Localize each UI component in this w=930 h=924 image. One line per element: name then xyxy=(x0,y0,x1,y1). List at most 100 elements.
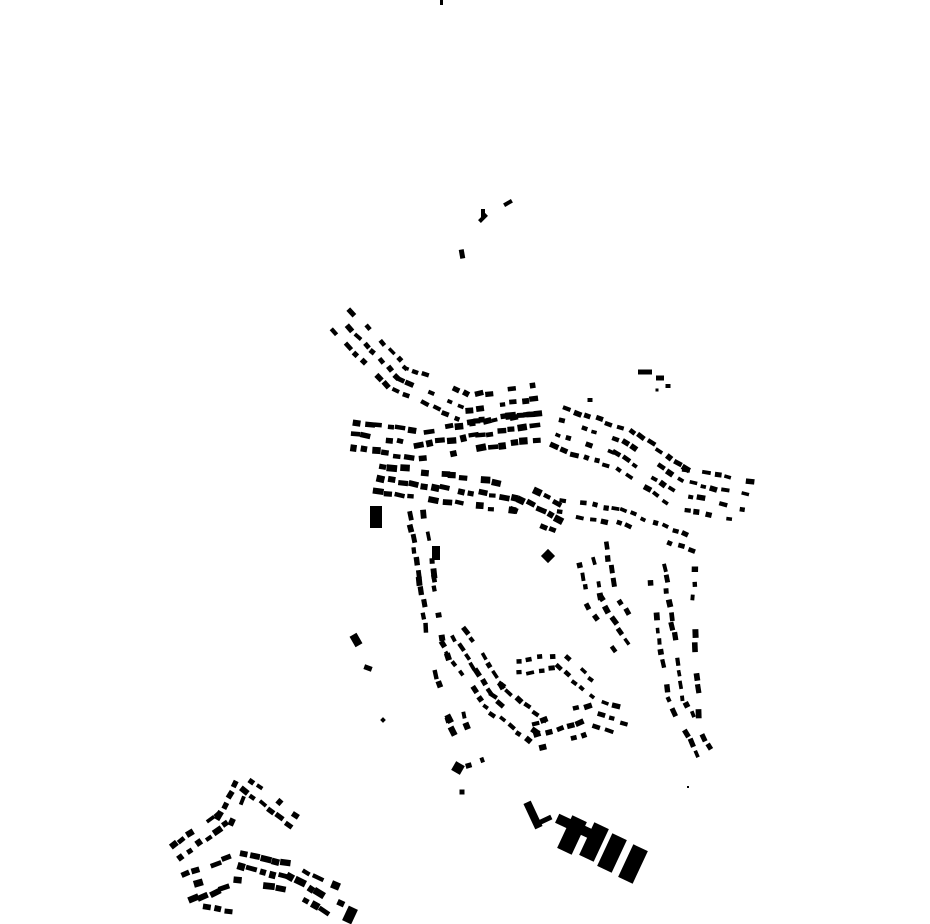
building xyxy=(434,437,445,444)
building xyxy=(192,878,204,888)
building xyxy=(353,332,363,341)
building xyxy=(677,542,686,549)
building xyxy=(468,661,476,671)
building xyxy=(418,455,427,462)
building xyxy=(249,852,261,861)
building xyxy=(364,421,376,428)
building xyxy=(500,413,507,420)
building xyxy=(684,507,692,513)
building xyxy=(378,463,387,470)
building xyxy=(431,574,438,583)
building xyxy=(705,742,714,751)
building xyxy=(451,385,461,394)
building xyxy=(619,506,628,514)
building xyxy=(671,631,679,641)
building xyxy=(597,594,606,603)
building xyxy=(581,425,589,432)
building xyxy=(531,720,540,727)
building xyxy=(387,475,396,483)
building xyxy=(566,722,576,730)
building xyxy=(552,514,565,525)
building xyxy=(543,492,552,500)
building xyxy=(579,500,587,506)
building xyxy=(603,541,610,550)
building xyxy=(465,762,473,769)
building xyxy=(352,419,361,427)
building xyxy=(386,464,398,473)
building xyxy=(507,426,515,433)
building xyxy=(407,426,417,435)
building xyxy=(517,423,528,432)
building xyxy=(678,680,684,690)
building xyxy=(482,703,489,710)
building xyxy=(667,485,676,493)
building xyxy=(639,516,647,523)
building xyxy=(680,530,690,538)
building xyxy=(647,579,654,586)
building xyxy=(491,669,499,679)
building xyxy=(439,483,451,491)
building xyxy=(266,806,276,816)
building xyxy=(478,488,489,497)
building xyxy=(544,728,554,736)
building xyxy=(507,386,517,392)
building xyxy=(438,639,448,649)
building xyxy=(583,602,592,611)
building xyxy=(551,498,563,508)
building xyxy=(664,468,675,478)
building xyxy=(394,491,406,499)
building xyxy=(601,699,610,706)
building xyxy=(518,437,528,445)
building xyxy=(523,800,543,830)
building xyxy=(275,884,287,893)
building xyxy=(202,903,212,911)
building xyxy=(555,813,601,843)
building xyxy=(739,506,746,513)
building xyxy=(531,486,543,497)
building xyxy=(408,480,420,489)
building xyxy=(690,594,695,601)
building xyxy=(230,779,239,789)
building xyxy=(554,432,561,438)
building xyxy=(661,522,670,529)
building xyxy=(467,490,475,497)
building xyxy=(478,213,488,223)
building xyxy=(572,704,580,711)
building xyxy=(209,887,222,899)
building xyxy=(657,638,662,645)
building xyxy=(475,432,486,438)
building xyxy=(196,891,209,902)
building xyxy=(653,612,660,621)
building xyxy=(225,789,235,800)
building xyxy=(372,487,385,495)
building xyxy=(499,402,506,407)
building xyxy=(666,539,673,547)
building xyxy=(470,684,480,695)
building xyxy=(714,471,722,478)
building xyxy=(689,479,698,486)
building xyxy=(537,814,553,826)
building xyxy=(488,691,498,700)
building xyxy=(496,680,507,690)
building xyxy=(546,510,555,519)
building xyxy=(487,711,497,719)
building xyxy=(220,819,230,828)
building xyxy=(204,834,213,842)
building xyxy=(529,422,541,429)
building xyxy=(616,598,624,607)
building xyxy=(482,417,493,425)
building xyxy=(387,347,396,356)
building xyxy=(680,695,685,702)
building xyxy=(415,569,422,579)
building xyxy=(587,398,593,402)
building xyxy=(700,484,707,490)
building xyxy=(583,702,593,711)
building xyxy=(591,723,601,731)
building xyxy=(317,905,331,917)
building xyxy=(516,412,525,419)
building xyxy=(349,444,358,453)
building xyxy=(596,711,606,719)
building xyxy=(442,499,453,506)
building xyxy=(582,583,588,590)
building xyxy=(691,566,699,573)
